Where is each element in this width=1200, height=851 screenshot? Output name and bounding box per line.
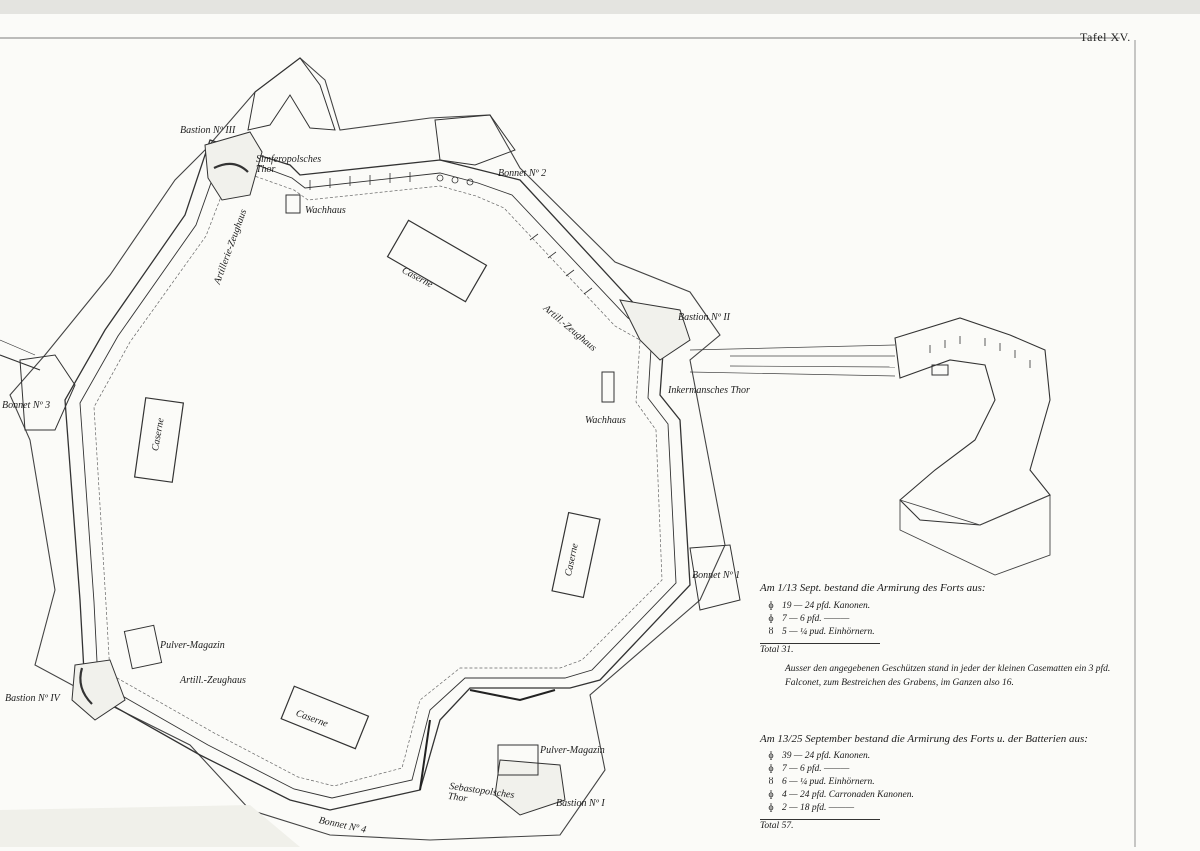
label-bonnet-1: Bonnet Nº 1 [692,570,741,581]
ground-hatch [0,805,300,847]
cannon-symbol-icon: ɸ [768,601,774,611]
bastion-1-shape [494,759,566,816]
fort-parapet [93,167,663,787]
caserne-north-building [386,219,488,303]
gun-emplacements-east [529,233,593,295]
label-bastion-2: Bastion Nº II [678,312,730,323]
legend-2-row-text: 6 — ¼ pud. Einhörnern. [782,777,875,787]
legend-1-row-text: 5 — ¼ pud. Einhörnern. [782,627,875,637]
legend-1-heading: Am 1/13 Sept. bestand die Armirung des F… [760,582,986,594]
label-pulver-magazin-west: Pulver-Magazin [160,640,225,651]
label-pulver-magazin-south: Pulver-Magazin [540,745,605,756]
cannon-symbol-icon: ɸ [768,614,774,624]
north-ravelin [247,57,336,131]
label-wachhaus-east: Wachhaus [585,415,626,426]
legend-1-row: ɸ 19 — 24 pfd. Kanonen. [766,600,986,613]
bastion-4-casemate [79,667,93,705]
caserne-east-building [551,511,601,599]
label-wachhaus-north: Wachhaus [305,205,346,216]
legend-2-row: ɸ 39 — 24 pfd. Kanonen. [766,750,1090,763]
legend-2-row: ɸ 2 — 18 pfd. ——— [766,802,1090,815]
legend-2-row-text: 39 — 24 pfd. Kanonen. [782,751,871,761]
bonnet-3-shape [19,354,76,431]
plate-title: Tafel XV. [1080,30,1131,44]
wachhaus-east-building [601,371,615,403]
unicorn-symbol-icon: ȣ [768,627,774,637]
cannon-symbol-icon: ɸ [768,751,774,761]
legend-2-row: ȣ 6 — ¼ pud. Einhörnern. [766,776,1090,789]
west-approach-line [0,354,41,371]
legend-2-row: ɸ 4 — 24 pfd. Carronaden Kanonen. [766,789,1090,802]
armament-legend-2: Am 13/25 September bestand die Armirung … [760,732,1090,833]
west-approach-line-2 [0,339,36,356]
pulver-magazin-west-building [123,624,163,670]
battery-building [931,364,949,376]
bastion-3-casemate [213,162,249,173]
label-inkerman-gate: Inkermansches Thor [668,385,750,396]
legend-2-heading: Am 13/25 September bestand die Armirung … [760,733,1088,745]
legend-2-row-text: 4 — 24 pfd. Carronaden Kanonen. [782,790,914,800]
legend-1-total: Total 31. [760,643,880,655]
gun-emplacements-north [309,172,474,190]
cannon-symbol-icon: ɸ [768,764,774,774]
legend-2-row: ɸ 7 — 6 pfd. ——— [766,763,1090,776]
legend-2-total: Total 57. [760,819,880,831]
caserne-south-building [280,685,370,750]
detached-battery [894,317,1051,526]
fort-rampart-inner [79,151,677,799]
fort-rampart-outer [64,139,691,811]
causeway [689,344,896,377]
unicorn-symbol-icon: ȣ [768,777,774,787]
legend-1-row: ȣ 5 — ¼ pud. Einhörnern. [766,626,986,639]
fort-outer-outline [9,57,726,841]
scan-shadow [0,0,1200,14]
legend-1-row-text: 19 — 24 pfd. Kanonen. [782,601,871,611]
armament-note: Ausser den angegebenen Geschützen stand … [785,662,1125,690]
legend-1-row-text: 7 — 6 pfd. ——— [782,614,850,624]
battery-guns [929,336,1031,368]
carronade-symbol-icon: ɸ [768,790,774,800]
caserne-west-building [133,397,185,483]
battery-foot [899,494,1051,576]
label-bonnet-2: Bonnet Nº 2 [498,168,547,179]
cannon-symbol-icon: ɸ [768,803,774,813]
legend-2-row-text: 7 — 6 pfd. ——— [782,764,850,774]
label-simferopol-gate: Simferopolsches Thor [256,154,322,175]
label-bastion-3: Bastion Nº III [180,125,236,136]
armament-legend-1: Am 1/13 Sept. bestand die Armirung des F… [760,582,986,657]
bastion-2-shape [619,299,691,361]
label-bonnet-3: Bonnet Nº 3 [2,400,51,411]
pulver-magazin-south-building [497,744,539,776]
armament-note-text: Ausser den angegebenen Geschützen stand … [785,664,1111,688]
bonnet-2-shape [434,114,516,166]
bastion-4-shape [71,659,126,721]
wachhaus-north-building [285,194,301,214]
bastion-3-shape [204,131,263,201]
legend-1-row: ɸ 7 — 6 pfd. ——— [766,613,986,626]
legend-2-row-text: 2 — 18 pfd. ——— [782,803,855,813]
bonnet-1-shape [689,544,741,611]
label-bastion-1: Bastion Nº I [556,798,605,809]
label-bastion-4: Bastion Nº IV [5,693,60,704]
label-artill-zeughaus-sw: Artill.-Zeughaus [180,675,246,686]
south-inner-works [419,689,556,791]
